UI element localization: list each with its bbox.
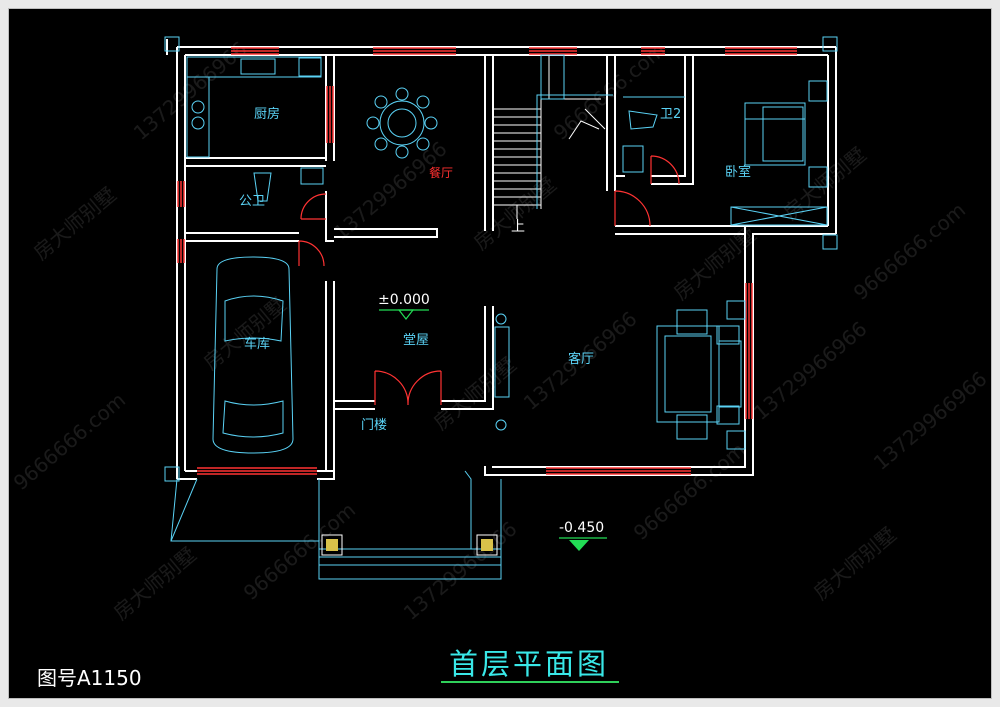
label-hall: 堂屋 [403,333,429,348]
watermark-phone: 13729966966 [869,366,992,474]
porch-steps [318,548,502,580]
wardrobe-icon [730,206,828,226]
window [231,47,279,55]
stair-up-label: 上 [511,219,525,235]
watermark-url: 9666666.com [849,198,970,305]
label-garage: 车库 [244,336,270,352]
window [197,467,317,475]
door-bath2 [650,155,680,185]
window [529,47,577,55]
floor-plan: 房大师别墅 13729966966 9666666.com 房大师别墅 1372… [9,36,992,625]
level-marker-floor: ±0.000 [378,292,430,320]
label-public-bath: 公卫 [239,194,265,209]
toilet-icon [253,172,272,202]
watermark-phone: 13729966966 [749,316,872,424]
washbasin-icon-2 [622,145,644,173]
tv-cabinet-icon [494,326,510,398]
window [177,239,185,263]
level-floor-text: ±0.000 [378,292,430,308]
bed-icon [744,102,806,166]
car-icon [212,256,294,454]
wall-right-lower-inner [492,225,828,468]
sink-icon [240,58,276,75]
watermark-url: 9666666.com [9,388,130,495]
watermark-brand: 房大师别墅 [809,522,901,605]
washbasin-icon [300,167,324,185]
door-garage [298,240,325,267]
windows [177,47,797,475]
sofa-set-icon [656,325,720,423]
stove-icon [191,100,205,114]
label-kitchen: 厨房 [254,106,280,122]
door-main [374,370,442,406]
porch-columns [321,534,498,556]
label-porch: 门楼 [361,418,387,433]
door-bedroom [614,190,651,227]
column-right [476,534,498,556]
window [373,47,456,55]
watermark-brand: 房大师别墅 [429,352,521,435]
label-dining: 餐厅 [429,165,453,180]
dining-table-icon [379,100,425,146]
wall-right-lower-outer [484,233,836,476]
level-marker-outdoor: -0.450 [559,520,607,551]
level-triangle-icon [397,309,415,320]
watermark-url: 9666666.com [629,438,750,545]
label-bedroom: 卧室 [725,164,751,180]
doors [298,155,680,406]
window [177,181,185,207]
toilet-icon-2 [628,110,658,130]
window [326,86,334,143]
stair-rail [536,54,613,209]
watermark-phone: 13729966966 [399,516,522,624]
window [546,467,691,475]
window [641,47,665,55]
window [725,47,797,55]
walls [166,39,837,480]
level-outdoor-text: -0.450 [559,520,604,536]
column-left [321,534,343,556]
drawing-title: 首层平面图 [448,647,609,681]
label-bath2: 卫2 [660,107,681,122]
watermark-brand: 房大师别墅 [109,542,201,625]
level-triangle-filled-icon [569,540,589,551]
watermark-brand: 房大师别墅 [469,172,561,255]
staircase [493,55,606,219]
room-labels: 厨房 餐厅 卫2 卧室 公卫 车库 堂屋 客厅 门楼 [239,106,751,433]
watermark-brand: 房大师别墅 [29,182,121,265]
watermark-phone: 13729966966 [129,36,252,144]
watermark-brand: 房大师别墅 [779,142,871,225]
figure-number: 图号A1150 [37,666,142,690]
drawing-frame: 房大师别墅 13729966966 9666666.com 房大师别墅 1372… [8,8,992,699]
door-public-bath [300,193,327,220]
fixtures [164,36,838,580]
title-underline [441,681,619,683]
label-living: 客厅 [568,351,594,367]
window [745,283,753,419]
watermark-brand: 房大师别墅 [199,292,291,375]
